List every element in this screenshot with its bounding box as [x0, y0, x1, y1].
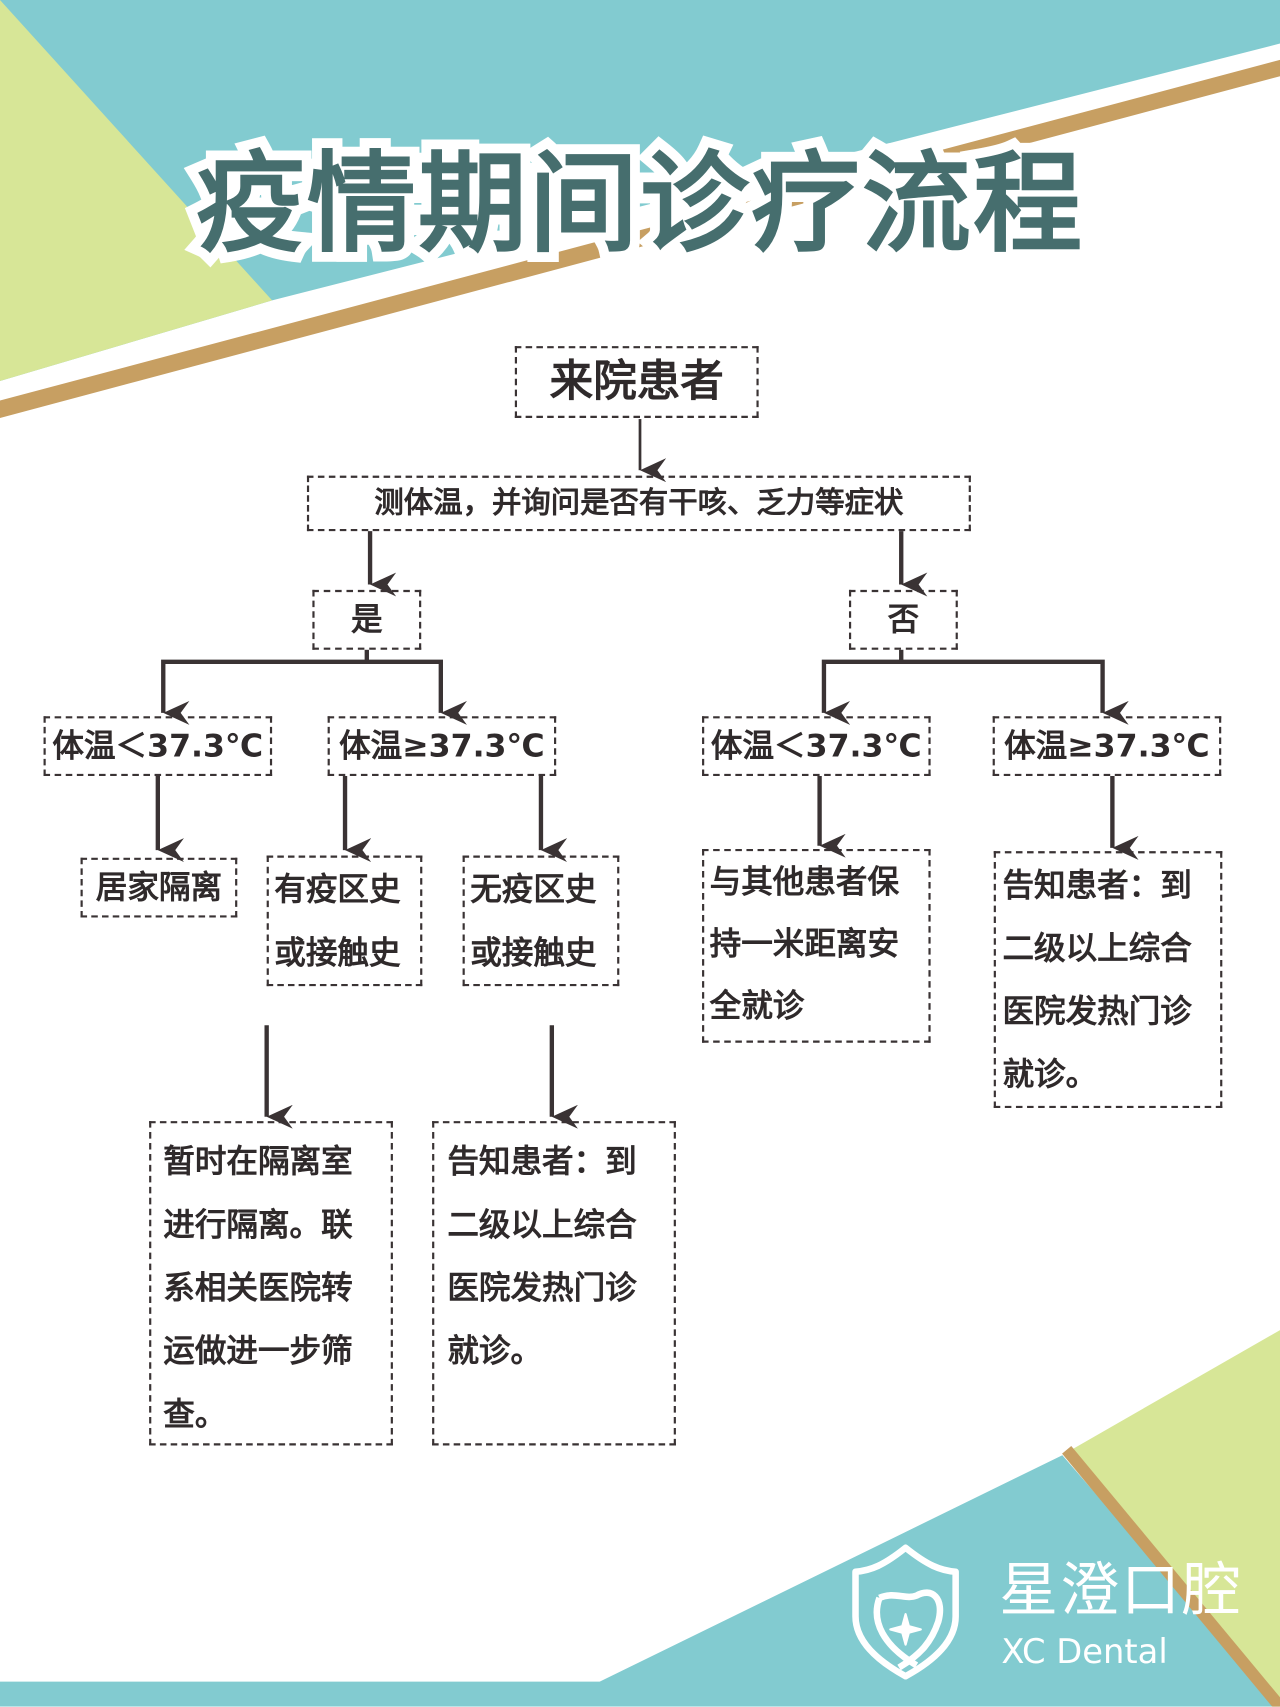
bottom-teal-band — [0, 1455, 1280, 1707]
page-title: 疫情期间诊疗流程 — [0, 131, 1280, 278]
text-line: 告知患者：到 — [447, 1142, 637, 1180]
top-stripe — [0, 59, 1280, 418]
text-line: 持一米距离安 — [709, 925, 900, 963]
top-teal-band — [0, 0, 1280, 381]
page-title-text: 疫情期间诊疗流程 — [186, 131, 1092, 278]
text-line: 全就诊 — [709, 987, 805, 1025]
text-line: 告知患者：到 — [1002, 866, 1192, 904]
box-keep-distance: 与其他患者保 持一米距离安 全就诊 — [702, 848, 931, 1043]
box-notify-right: 告知患者：到 二级以上综合 医院发热门诊 就诊。 — [993, 851, 1223, 1109]
box-no: 否 — [848, 589, 958, 650]
text-line: 有疫区史 — [274, 870, 401, 908]
box-no-history: 无疫区史 或接触史 — [462, 855, 620, 987]
text-line: 二级以上综合 — [1002, 929, 1192, 967]
box-yes-temp-low: 体温＜37.3℃ — [43, 716, 273, 777]
text-line: 或接触史 — [470, 933, 597, 971]
text-line: 暂时在隔离室 — [163, 1142, 353, 1180]
box-temperature-check: 测体温，并询问是否有干咳、乏力等症状 — [306, 475, 971, 532]
text-line: 无疫区史 — [470, 870, 597, 908]
box-no-temp-low: 体温＜37.3℃ — [702, 716, 931, 777]
text-line: 医院发热门诊 — [1002, 992, 1192, 1030]
box-yes-temp-high: 体温≥37.3℃ — [327, 716, 557, 777]
box-home-quarantine: 居家隔离 — [80, 857, 238, 918]
box-arriving-patient: 来院患者 — [514, 346, 759, 418]
logo-name-cn: 星澄口腔 — [999, 1555, 1243, 1624]
text-line: 进行隔离。联 — [163, 1205, 353, 1243]
text-line: 或接触史 — [274, 933, 401, 971]
box-notify-left: 告知患者：到 二级以上综合 医院发热门诊 就诊。 — [432, 1121, 676, 1446]
box-no-temp-high: 体温≥37.3℃ — [992, 716, 1222, 777]
text-line: 就诊。 — [447, 1332, 543, 1370]
logo-name-en: XC Dental — [1001, 1632, 1168, 1672]
text-line: 系相关医院转 — [163, 1269, 353, 1307]
text-line: 二级以上综合 — [447, 1205, 637, 1243]
shield-tooth-icon — [852, 1544, 959, 1680]
box-has-history: 有疫区史 或接触史 — [266, 855, 423, 987]
box-isolate: 暂时在隔离室 进行隔离。联 系相关医院转 运做进一步筛 查。 — [149, 1121, 393, 1446]
top-green-triangle — [0, 0, 273, 381]
text-line: 就诊。 — [1002, 1055, 1098, 1093]
text-line: 与其他患者保 — [709, 863, 900, 901]
text-line: 运做进一步筛 — [163, 1332, 353, 1370]
flow-arrows — [155, 419, 1139, 1129]
text-line: 查。 — [163, 1395, 227, 1433]
bottom-stripe — [1062, 1445, 1280, 1707]
text-line: 医院发热门诊 — [447, 1269, 637, 1307]
box-yes: 是 — [312, 589, 422, 650]
bottom-green-triangle — [1073, 1330, 1280, 1707]
